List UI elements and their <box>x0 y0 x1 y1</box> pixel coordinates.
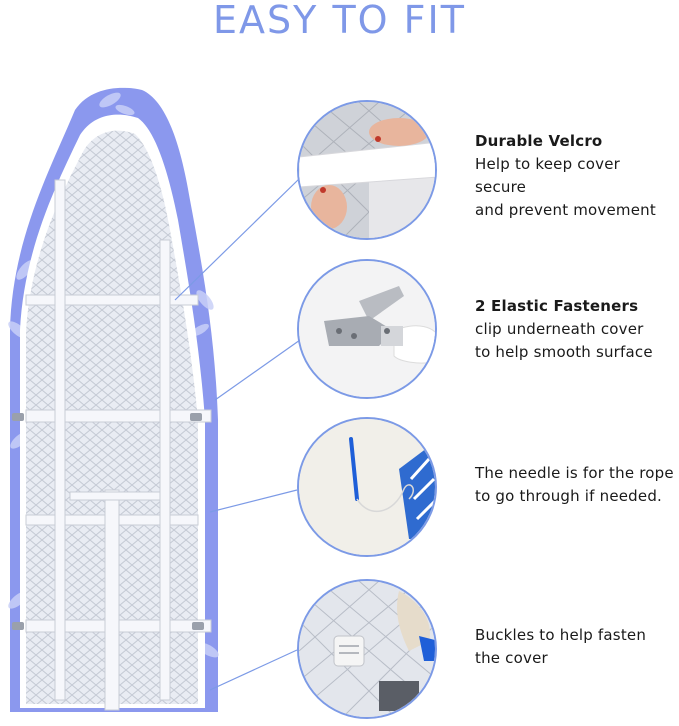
feature-fasteners-desc-2: to help smooth surface <box>475 343 653 361</box>
feature-velcro-desc-2: and prevent movement <box>475 201 656 219</box>
fastener-clip-photo <box>297 259 437 399</box>
feature-buckles-title: Buckles to help fasten <box>475 626 647 644</box>
feature-buckles: Buckles to help fasten the cover <box>475 624 675 670</box>
buckle-photo <box>297 579 437 719</box>
feature-needle-desc-1: to go through if needed. <box>475 487 663 505</box>
velcro-photo <box>297 100 437 240</box>
feature-velcro: Durable Velcro Help to keep cover secure… <box>475 130 675 222</box>
feature-velcro-title: Durable Velcro <box>475 132 603 150</box>
feature-fasteners: 2 Elastic Fasteners clip underneath cove… <box>475 295 675 364</box>
feature-velcro-desc-1: Help to keep cover secure <box>475 155 620 196</box>
feature-fasteners-desc-1: clip underneath cover <box>475 320 644 338</box>
page-title: EASY TO FIT <box>213 0 466 42</box>
feature-fasteners-title: 2 Elastic Fasteners <box>475 297 639 315</box>
feature-buckles-desc-1: the cover <box>475 649 548 667</box>
feature-needle: The needle is for the rope to go through… <box>475 462 675 508</box>
needle-photo <box>297 417 437 557</box>
feature-needle-title: The needle is for the rope <box>475 464 674 482</box>
